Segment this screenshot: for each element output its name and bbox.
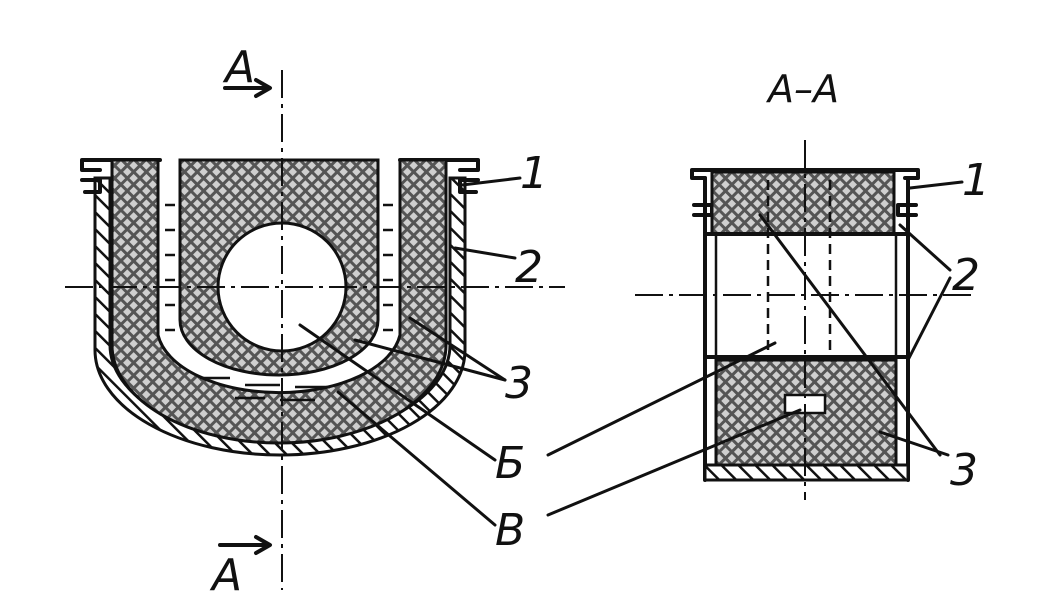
callout-3-front: 3 [505,358,533,409]
section-letter-bottom: A [209,550,242,601]
gap-marks-bottom [200,376,330,402]
section-mark-top: A [222,42,272,98]
section-title: A–A [765,67,839,111]
callout-b: Б [495,438,525,489]
callout-3-section: 3 [950,445,978,496]
front-view: A A 1 2 3 Б В [65,42,565,601]
leaders-front [298,176,522,527]
section-view: A–A 1 2 [546,67,990,517]
callout-2-section: 2 [952,250,980,301]
callout-1-front: 1 [520,148,548,199]
gap-marks-right [383,203,393,332]
leaders-section [878,180,964,457]
central-bore [216,221,348,353]
section-casing-bottom [703,463,910,482]
section-mark-bottom: A [209,535,272,601]
callout-1-section: 1 [962,155,990,206]
gap-marks-left [165,203,175,332]
section-top-block [710,170,896,236]
callout-v: В [495,505,525,556]
outer-refractory-layer [110,158,448,445]
section-letter-top: A [222,42,255,93]
section-flanges [690,168,920,217]
callout-2-front: 2 [515,242,543,293]
